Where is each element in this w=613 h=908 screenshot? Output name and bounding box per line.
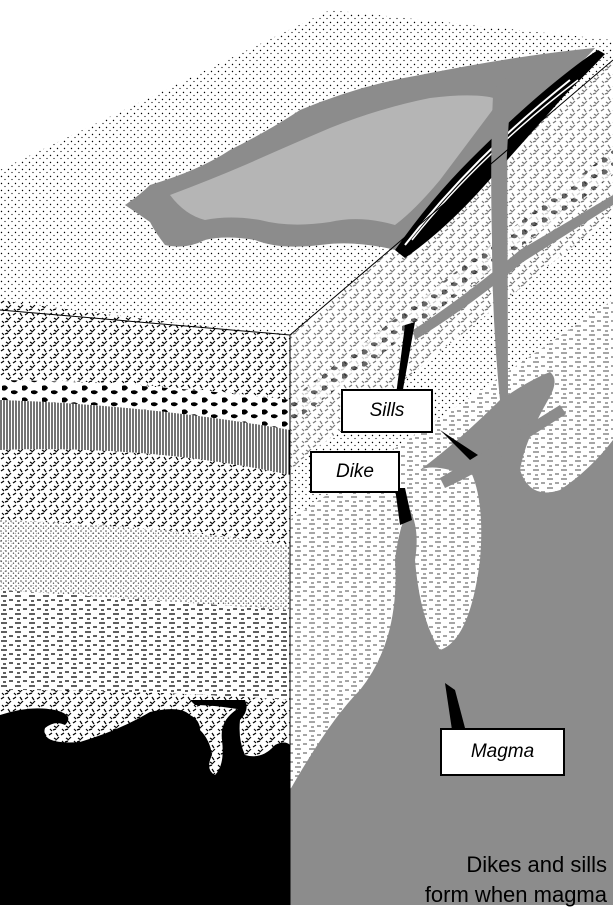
dike-label: Dike <box>310 451 400 493</box>
magma-label: Magma <box>440 728 565 776</box>
caption-line-2: form when magma <box>425 882 607 908</box>
caption-line-1: Dikes and sills <box>466 852 607 878</box>
sills-label: Sills <box>341 389 433 433</box>
